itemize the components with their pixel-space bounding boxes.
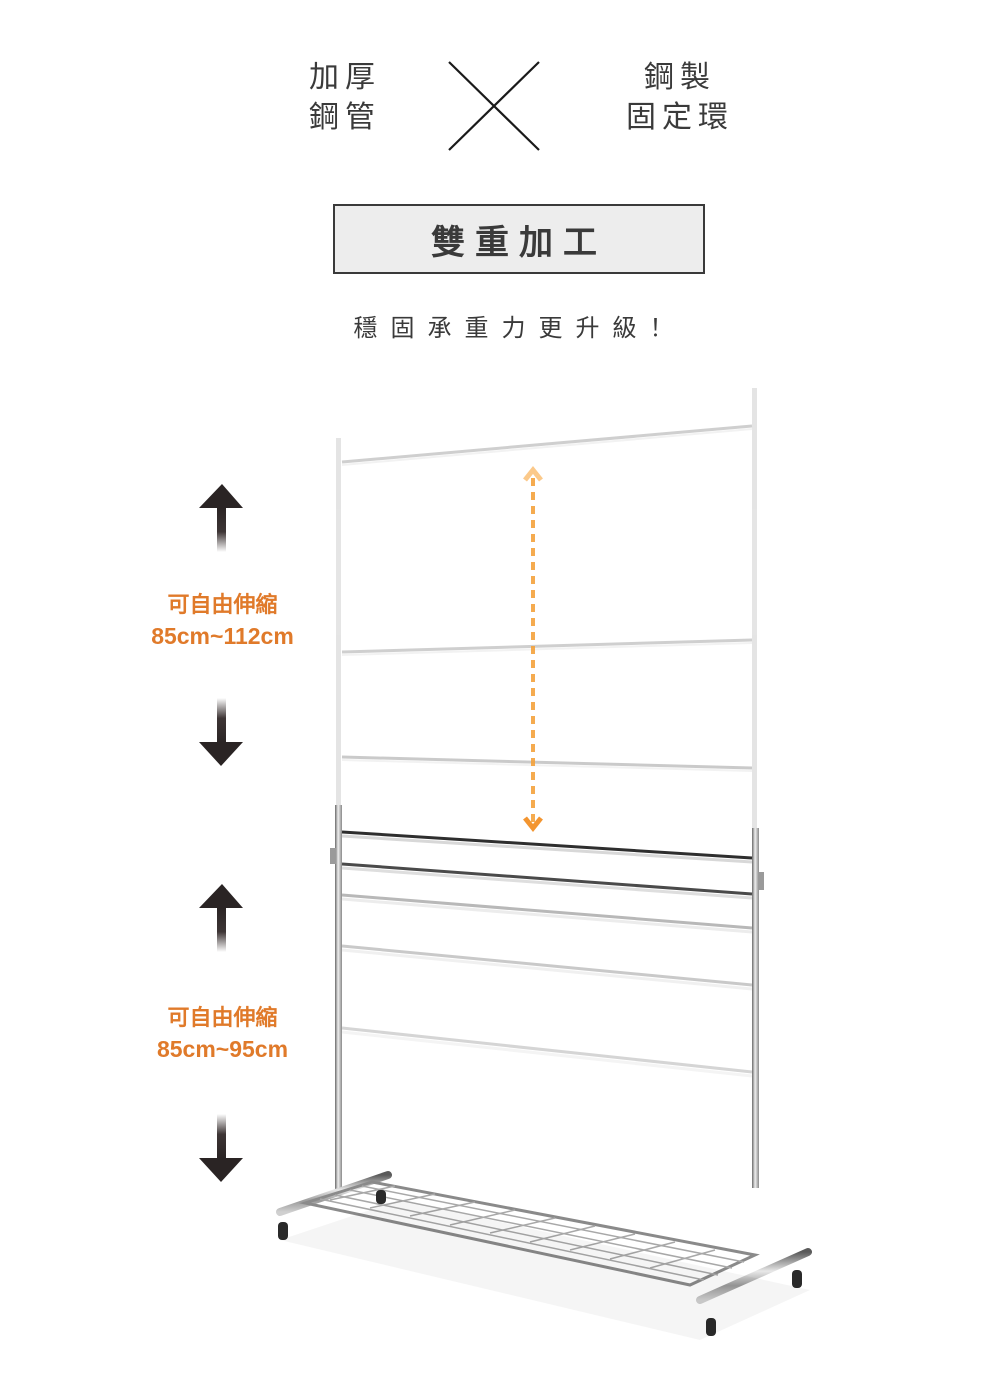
- feature-steel-fixing-ring: 鋼製 固定環: [615, 58, 745, 138]
- range-title: 可自由伸縮: [167, 1005, 278, 1030]
- range-value: 85cm~112cm: [151, 623, 294, 649]
- feature-right-line2: 固定環: [626, 100, 734, 135]
- arrow-down-icon: [199, 698, 243, 766]
- range-label-lower: 可自由伸縮 85cm~95cm: [130, 1003, 315, 1065]
- range-value: 85cm~95cm: [156, 1036, 289, 1062]
- double-processing-badge: 雙重加工: [333, 204, 705, 274]
- feature-left-line1: 加厚: [309, 60, 381, 95]
- fixing-ring: [330, 848, 336, 864]
- arrow-up-icon: [199, 884, 243, 952]
- garment-rack-image: [276, 388, 812, 1340]
- tagline: 穩固承重力更升級！: [353, 314, 687, 342]
- arrow-down-icon: [199, 1114, 243, 1182]
- caster-wheel: [278, 1190, 802, 1336]
- feature-thick-steel-tube: 加厚 鋼管: [300, 58, 390, 138]
- cross-icon: [448, 61, 540, 151]
- dashed-double-arrow-icon: [523, 465, 543, 833]
- ghost-extended-frame: [336, 388, 757, 858]
- badge-label: 雙重加工: [431, 222, 607, 263]
- wire-shelf: [319, 1185, 745, 1281]
- feature-left-line2: 鋼管: [309, 100, 381, 135]
- range-title: 可自由伸縮: [167, 592, 278, 617]
- fixing-ring: [758, 872, 764, 890]
- feature-right-line1: 鋼製: [644, 60, 716, 95]
- arrow-up-icon: [199, 484, 243, 552]
- range-label-upper: 可自由伸縮 85cm~112cm: [130, 590, 315, 652]
